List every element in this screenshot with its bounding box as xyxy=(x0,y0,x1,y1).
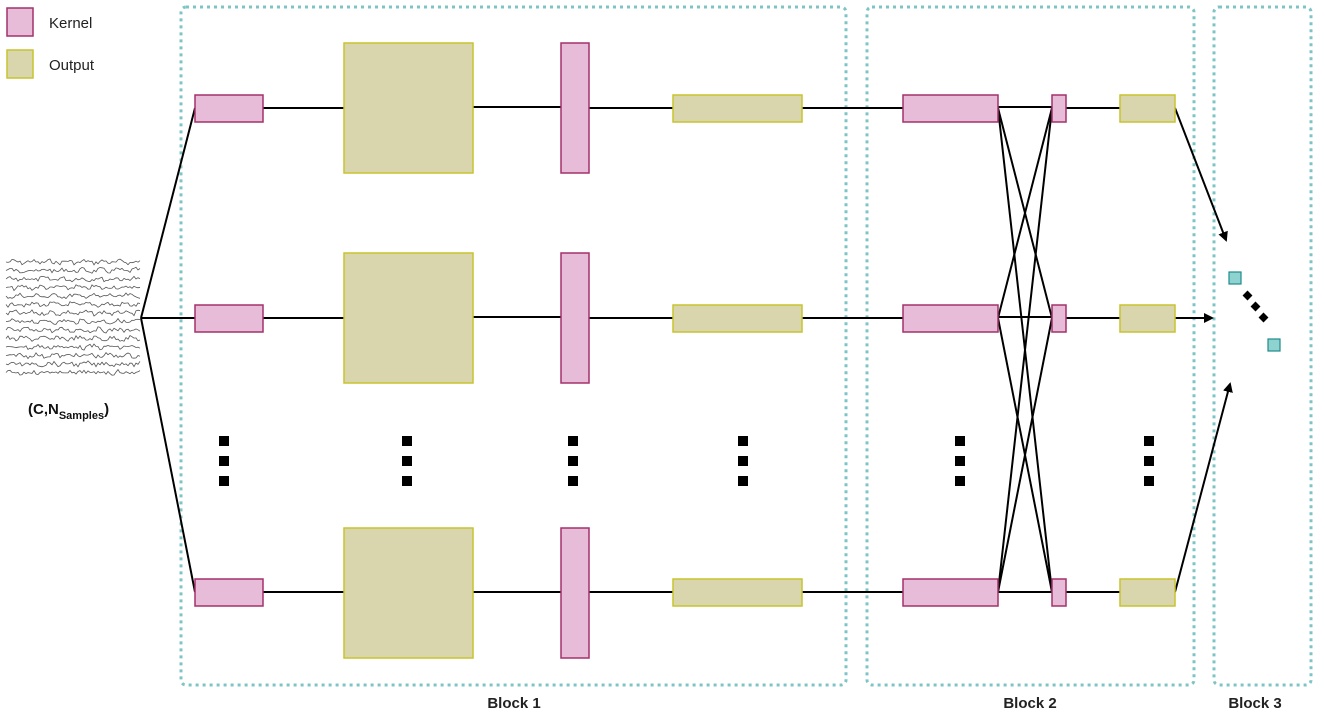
kernel-box xyxy=(1051,578,1067,607)
kernels xyxy=(194,42,1067,659)
output-box xyxy=(672,94,803,123)
input-to-row1-line xyxy=(140,107,196,319)
block-2-frame xyxy=(865,5,1196,687)
signal-trace xyxy=(5,284,141,292)
signal-trace xyxy=(5,334,141,342)
legend-output-swatch xyxy=(6,49,34,79)
signal-trace xyxy=(5,343,141,351)
kernel-box xyxy=(902,94,999,123)
kernel-box xyxy=(194,304,264,333)
vertical-ellipsis xyxy=(402,436,412,486)
input-signal xyxy=(5,258,141,376)
vertical-ellipsis xyxy=(1144,436,1154,486)
cross-connection xyxy=(997,317,1053,593)
legend-output-label: Output xyxy=(49,57,95,74)
diagonal-ellipsis-dot xyxy=(1258,312,1269,323)
vertical-ellipsis xyxy=(219,436,229,486)
kernel-box xyxy=(1051,94,1067,123)
signal-trace xyxy=(5,309,141,317)
legend-kernel-label: Kernel xyxy=(49,15,92,32)
connections xyxy=(140,106,1120,593)
input-shape-label: (C,NSamples) xyxy=(28,401,109,422)
block-1-frame xyxy=(179,5,848,687)
output-box xyxy=(343,252,474,384)
legend: Kernel Output xyxy=(6,7,95,79)
signal-trace xyxy=(5,360,141,368)
output-node xyxy=(1228,271,1242,285)
kernel-box xyxy=(560,42,590,174)
output-box xyxy=(343,527,474,659)
output-box xyxy=(672,304,803,333)
row1-output-arrow xyxy=(1174,107,1228,242)
signal-trace xyxy=(5,275,141,283)
signal-trace xyxy=(5,292,141,300)
output-box xyxy=(1119,94,1176,123)
vertical-ellipsis xyxy=(738,436,748,486)
signal-trace xyxy=(5,368,141,376)
vertical-ellipsis xyxy=(955,436,965,486)
block-frames xyxy=(179,5,1313,687)
kernel-box xyxy=(560,527,590,659)
block-3-nodes xyxy=(1228,271,1281,352)
block-2-label: Block 2 xyxy=(1003,695,1056,712)
row3-output-arrow xyxy=(1174,382,1233,593)
kernel-box xyxy=(194,578,264,607)
kernel-box xyxy=(902,304,999,333)
output-box xyxy=(343,42,474,174)
output-box xyxy=(1119,578,1176,607)
output-box xyxy=(1119,304,1176,333)
signal-trace xyxy=(5,266,141,274)
kernel-box xyxy=(560,252,590,384)
signal-trace xyxy=(5,258,141,266)
signal-trace xyxy=(5,301,141,308)
output-node xyxy=(1267,338,1281,352)
block-3-frame xyxy=(1212,5,1313,687)
output-box xyxy=(672,578,803,607)
block-1-label: Block 1 xyxy=(487,695,540,712)
ellipsis-dots xyxy=(219,436,1154,486)
cross-connection xyxy=(997,107,1053,593)
kernel-box xyxy=(902,578,999,607)
block-3-label: Block 3 xyxy=(1228,695,1281,712)
signal-trace xyxy=(5,351,141,360)
cross-connection xyxy=(997,107,1053,319)
kernel-box xyxy=(1051,304,1067,333)
signal-trace xyxy=(5,326,141,334)
diagonal-ellipsis-dot xyxy=(1242,290,1253,301)
diagonal-ellipsis-dot xyxy=(1250,301,1261,312)
output-arrows xyxy=(1174,107,1233,593)
legend-kernel-swatch xyxy=(6,7,34,37)
input-to-row3-line xyxy=(140,317,196,593)
kernel-box xyxy=(194,94,264,123)
vertical-ellipsis xyxy=(568,436,578,486)
outputs xyxy=(343,42,1176,659)
signal-trace xyxy=(5,317,141,325)
